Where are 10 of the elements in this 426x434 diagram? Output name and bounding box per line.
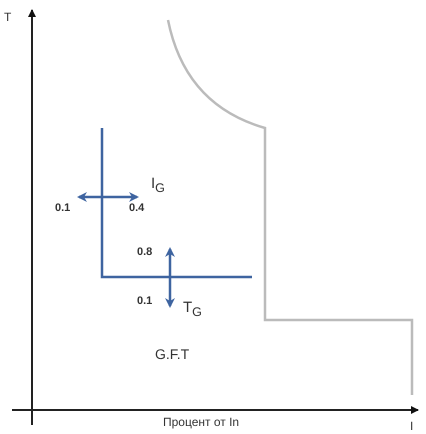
scale-value: 0.1 <box>137 296 152 307</box>
scale-value: 0.8 <box>137 247 152 258</box>
scale-value: 0.4 <box>129 203 144 214</box>
curve-label: G.F.T <box>155 347 190 361</box>
scale-value: 0.1 <box>55 203 70 214</box>
setting-label: I$_{G}$ <box>151 176 165 194</box>
axis-label: I <box>410 420 414 432</box>
axis-label: T <box>4 11 12 23</box>
axis-label: Процент от In <box>163 416 240 428</box>
setting-label: T$_{G}$ <box>183 300 202 318</box>
